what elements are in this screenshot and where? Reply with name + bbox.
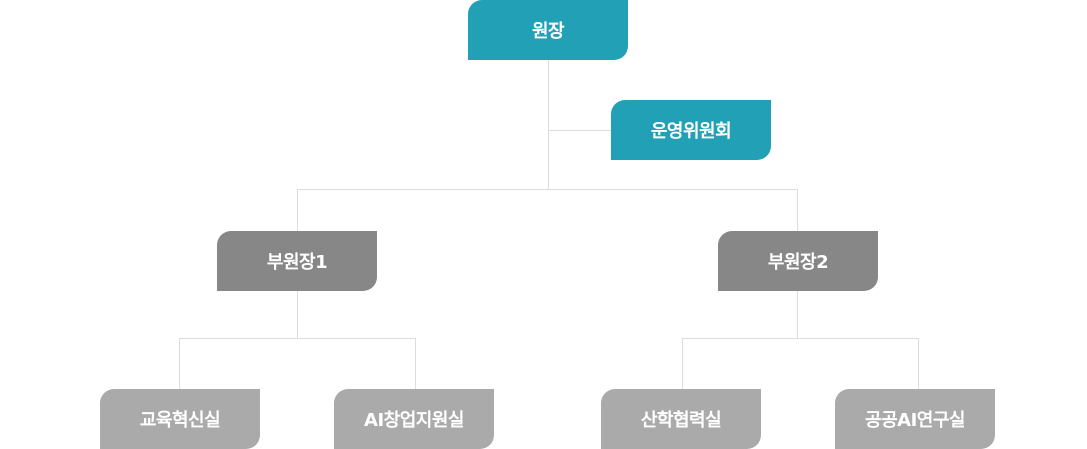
director-label: 원장 [531, 21, 565, 42]
connector-vice1-drop [297, 189, 298, 231]
office-ai-startup-support-box: AI창업지원실 [334, 389, 494, 449]
connector-vice2-drop [797, 189, 798, 231]
office-industry-cooperation-box: 산학협력실 [601, 389, 761, 449]
office-education-innovation-box: 교육혁신실 [100, 389, 260, 449]
connector-committee-branch [548, 130, 611, 131]
connector-director-vertical [548, 60, 549, 190]
connector-vice1-down [297, 291, 298, 339]
connector-office1-drop [179, 338, 180, 389]
connector-vice-horizontal [297, 189, 798, 190]
vice-director-2-box: 부원장2 [718, 231, 878, 291]
vice-director-1-box: 부원장1 [217, 231, 377, 291]
connector-vice2-offices-horizontal [682, 338, 919, 339]
office-industry-cooperation-label: 산학협력실 [640, 410, 722, 431]
connector-office2-drop [415, 338, 416, 389]
director-box: 원장 [468, 0, 628, 60]
connector-vice1-offices-horizontal [179, 338, 416, 339]
connector-office4-drop [918, 338, 919, 389]
connector-vice2-down [797, 291, 798, 339]
connector-office3-drop [682, 338, 683, 389]
committee-label: 운영위원회 [650, 121, 732, 142]
committee-box: 운영위원회 [611, 100, 771, 160]
office-education-innovation-label: 교육혁신실 [139, 410, 221, 431]
office-public-ai-research-label: 공공AI연구실 [865, 410, 965, 431]
office-public-ai-research-box: 공공AI연구실 [835, 389, 995, 449]
office-ai-startup-support-label: AI창업지원실 [364, 410, 464, 431]
vice-director-1-label: 부원장1 [266, 252, 328, 273]
vice-director-2-label: 부원장2 [767, 252, 829, 273]
